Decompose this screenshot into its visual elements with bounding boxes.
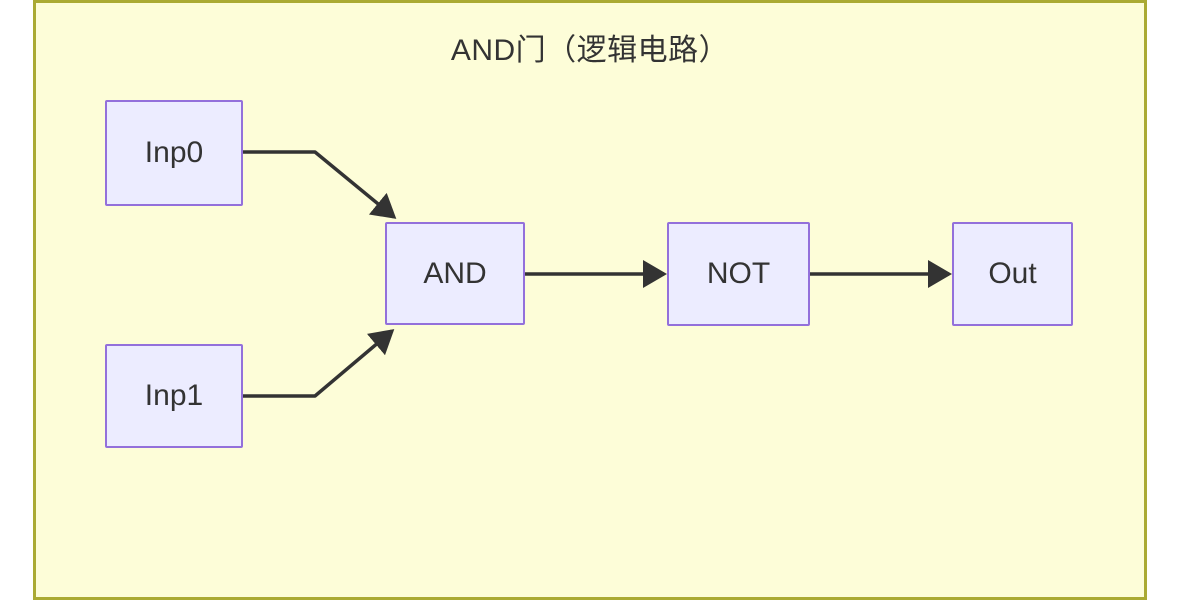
node-not-label: NOT <box>706 257 771 290</box>
node-inp1-label: Inp1 <box>144 379 204 412</box>
node-inp0-label: Inp0 <box>144 136 204 169</box>
edge-inp0-and <box>243 150 397 219</box>
node-out-label: Out <box>988 257 1037 290</box>
node-and-label: AND <box>423 256 487 290</box>
diagram-title: AND门（逻辑电路） <box>450 34 730 67</box>
node-and: AND <box>385 222 525 325</box>
node-inp0: Inp0 <box>105 100 243 206</box>
diagram-canvas: AND门（逻辑电路） Inp0 Inp1 AND NOT Out <box>33 0 1147 600</box>
node-inp1: Inp1 <box>105 344 243 448</box>
edge-layer <box>243 150 952 398</box>
edge-inp1-and <box>243 329 395 398</box>
node-not: NOT <box>667 222 810 326</box>
node-out: Out <box>952 222 1073 326</box>
